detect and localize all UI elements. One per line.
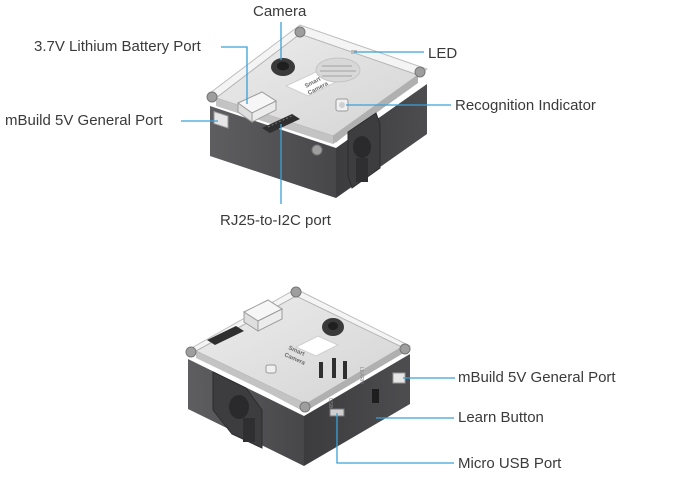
top-module: Smart Camera (206, 24, 429, 198)
label-learn-button: Learn Button (458, 409, 544, 426)
label-rj25-port: RJ25-to-I2C port (220, 212, 331, 229)
bottom-side-text-usb: USB (327, 398, 333, 409)
bottom-header (207, 326, 244, 345)
top-shell-left (210, 106, 336, 198)
label-mbuild-port-bottom: mBuild 5V General Port (458, 369, 616, 386)
top-mbuild-side-port (213, 110, 229, 129)
label-camera: Camera (253, 3, 307, 20)
top-corner-screw (311, 144, 323, 156)
top-corner-screw (414, 66, 426, 78)
label-battery-port: 3.7V Lithium Battery Port (34, 38, 201, 55)
bottom-label-sticker (294, 335, 340, 357)
label-led: LED (428, 45, 458, 62)
top-corner-screw (206, 91, 218, 103)
bottom-corner-screw (399, 343, 411, 355)
bottom-pin (319, 362, 323, 378)
callout-lines (181, 22, 455, 464)
top-corner-screw (294, 26, 306, 38)
label-mbuild-port-top: mBuild 5V General Port (5, 112, 163, 129)
bottom-learn-button (372, 389, 379, 403)
label-recognition-indicator: Recognition Indicator (455, 97, 596, 114)
bottom-side-text-learn: LEARN (358, 367, 364, 384)
callout-battery-line (221, 46, 248, 104)
bottom-indicator (265, 364, 277, 374)
callout-usb-line (336, 413, 454, 464)
bottom-module: Smart Camera USB LEARN (185, 286, 412, 466)
label-micro-usb-port: Micro USB Port (458, 455, 562, 472)
bottom-corner-screw (299, 401, 311, 413)
bottom-pin (332, 358, 336, 378)
bottom-shell-right (304, 354, 410, 466)
bottom-corner-screw (185, 346, 197, 358)
bottom-pin (343, 361, 347, 379)
top-rj25-header (262, 114, 300, 133)
bottom-corner-screw (290, 286, 302, 298)
